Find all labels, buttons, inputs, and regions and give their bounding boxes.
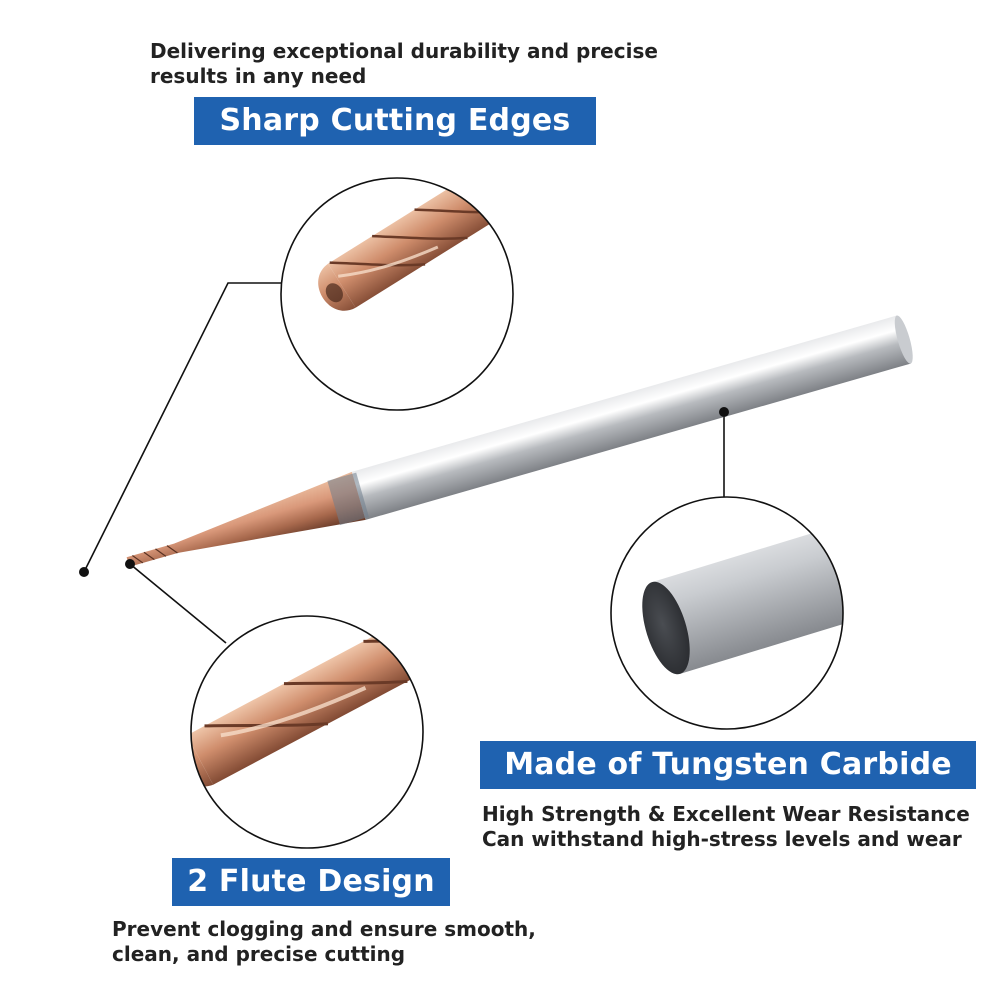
shank-end-cap (894, 315, 913, 364)
material-description-line2: Can withstand high-stress levels and wea… (482, 827, 962, 851)
callout-line-cutting-edges (83, 282, 285, 573)
material-description-line1: High Strength & Excellent Wear Resistanc… (482, 802, 970, 826)
flute-description-line1: Prevent clogging and ensure smooth, (112, 917, 536, 941)
coating-transition (327, 472, 369, 526)
carbide-end-face (642, 581, 690, 675)
shank (351, 315, 911, 520)
callout-dots (79, 407, 729, 577)
callout-lines (83, 282, 725, 644)
flute-description-line2: clean, and precise cutting (112, 942, 406, 966)
tapered-neck (174, 471, 366, 554)
callout-dot-flute (125, 559, 135, 569)
end-mill-tool (126, 315, 913, 567)
cutting-edges-description-line2: results in any need (150, 64, 367, 88)
callout-line-flute (129, 563, 227, 644)
flute-design-banner: 2 Flute Design (172, 858, 450, 906)
material-banner: Made of Tungsten Carbide (480, 741, 976, 789)
closeup-flutes (190, 615, 424, 849)
cutting-edges-description-line1: Delivering exceptional durability and pr… (150, 39, 658, 63)
closeup-cutting-edges (280, 177, 514, 411)
callout-dot-shank (719, 407, 729, 417)
closeup-carbide-shank (610, 496, 844, 730)
cutting-edges-banner: Sharp Cutting Edges (194, 97, 596, 145)
callout-dot-tip (79, 567, 89, 577)
